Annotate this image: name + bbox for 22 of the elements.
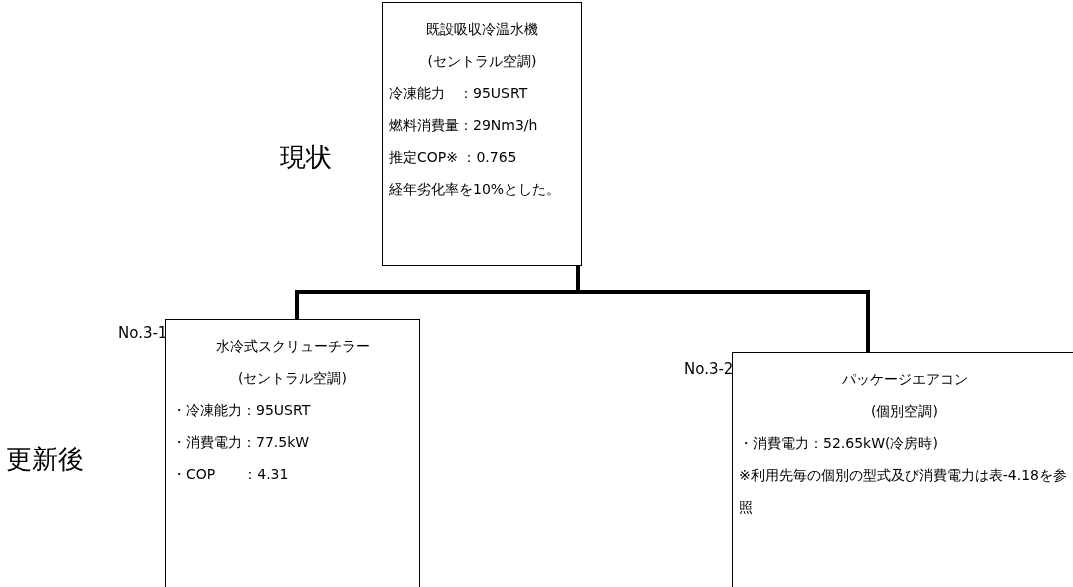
option-number: No.3-1	[118, 323, 168, 344]
stage-label: 更新後	[6, 443, 84, 476]
spec-text: ※利用先毎の個別の型式及び消費電力は表-4.18を参照	[739, 466, 1068, 517]
spec-text: ・COP ：4.31	[172, 465, 290, 484]
box-subtitle: (セントラル空調)	[427, 52, 537, 71]
spec-text: 推定COP※ ：0.765	[389, 148, 518, 167]
box-title: 水冷式スクリューチラー	[215, 337, 370, 356]
box-title: 既設吸収冷温水機	[426, 20, 538, 39]
stage-label: 現状	[280, 141, 332, 174]
spec-box	[165, 319, 420, 587]
spec-text: 燃料消費量：29Nm3/h	[389, 116, 539, 135]
box-title: パッケージエアコン	[841, 370, 968, 389]
spec-text: ・消費電力：52.65kW(冷房時)	[739, 434, 939, 453]
option-number: No.3-2	[684, 359, 734, 380]
spec-text: ・消費電力：77.5kW	[172, 433, 311, 452]
spec-box	[382, 2, 582, 266]
spec-text: 経年劣化率を10%とした。	[389, 180, 562, 199]
spec-box	[732, 352, 1073, 587]
spec-text: ・冷凍能力：95USRT	[172, 401, 312, 420]
spec-text: 冷凍能力 ：95USRT	[389, 84, 529, 103]
box-subtitle: (セントラル空調)	[238, 369, 347, 388]
box-subtitle: (個別空調)	[871, 402, 938, 421]
